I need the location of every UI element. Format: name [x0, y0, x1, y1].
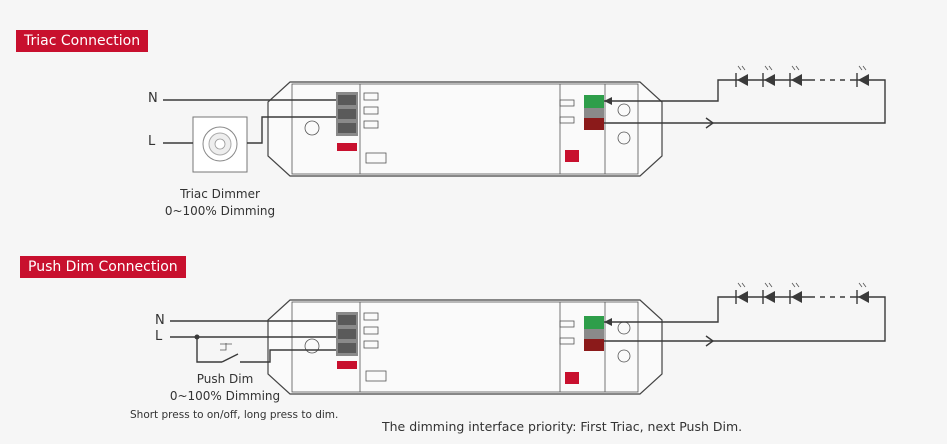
pushdim-caption: Push Dim 0~100% Dimming: [145, 371, 305, 405]
pushdim-name: Push Dim: [196, 372, 254, 386]
pushdim-line-label: L: [155, 329, 163, 344]
pushdim-section-title: Push Dim Connection: [20, 256, 186, 278]
push-switch-icon: [220, 343, 232, 351]
triac-line-label: L: [148, 134, 156, 149]
pushdim-driver: [267, 299, 663, 395]
triac-input-wires: [163, 99, 336, 144]
triac-dimmer-caption: Triac Dimmer 0~100% Dimming: [140, 186, 300, 220]
priority-note: The dimming interface priority: First Tr…: [382, 419, 743, 434]
triac-neutral-label: N: [148, 91, 158, 106]
triac-led-string: [604, 65, 886, 129]
triac-dimmer-icon: [192, 116, 248, 173]
pushdim-range: 0~100% Dimming: [169, 389, 281, 403]
triac-section-title: Triac Connection: [16, 30, 149, 52]
triac-dimmer-name: Triac Dimmer: [180, 187, 260, 201]
pushdim-led-string: [604, 282, 886, 347]
triac-dimmer-range: 0~100% Dimming: [164, 204, 276, 218]
pushdim-input-wires: [170, 320, 336, 363]
pushdim-neutral-label: N: [155, 313, 165, 328]
pushdim-usage-note: Short press to on/off, long press to dim…: [130, 409, 339, 421]
triac-driver: [267, 81, 663, 177]
